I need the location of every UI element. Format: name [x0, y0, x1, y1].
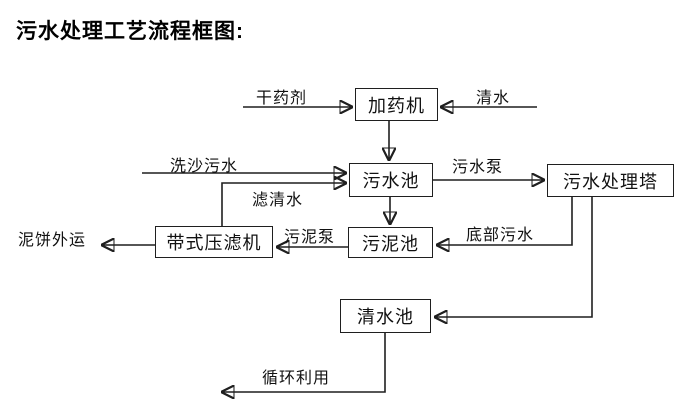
flow-label-sewage-pump: 污水泵	[452, 159, 504, 176]
edge-clean-pool-to-recycle	[223, 333, 386, 392]
flow-label-filtered-water: 滤清水	[252, 192, 304, 209]
edge-tower-to-clean-pool	[436, 197, 593, 317]
flow-label-clean-water: 清水	[476, 90, 511, 107]
flow-label-sand-washing-sewage: 洗沙污水	[170, 158, 239, 175]
edge-tower-to-sludge-pool	[438, 197, 573, 245]
edge-filtered-water-to-sewage-pool	[221, 183, 345, 226]
node-treatment-tower: 污水处理塔	[547, 164, 674, 197]
node-clean-water-pool: 清水池	[340, 299, 431, 333]
page-title: 污水处理工艺流程框图:	[16, 20, 244, 43]
node-belt-filter-press: 带式压滤机	[155, 226, 273, 258]
flow-label-recycle-use: 循环利用	[262, 370, 331, 387]
node-sludge-pool: 污泥池	[348, 227, 433, 258]
flow-label-sludge-pump: 污泥泵	[284, 229, 336, 246]
flow-label-bottom-sewage: 底部污水	[466, 227, 535, 244]
flow-label-mud-cake-outbound: 泥饼外运	[18, 232, 87, 249]
node-sewage-pool: 污水池	[349, 163, 433, 197]
node-dosing-machine: 加药机	[355, 88, 438, 121]
flow-label-dry-agent: 干药剂	[256, 90, 308, 107]
